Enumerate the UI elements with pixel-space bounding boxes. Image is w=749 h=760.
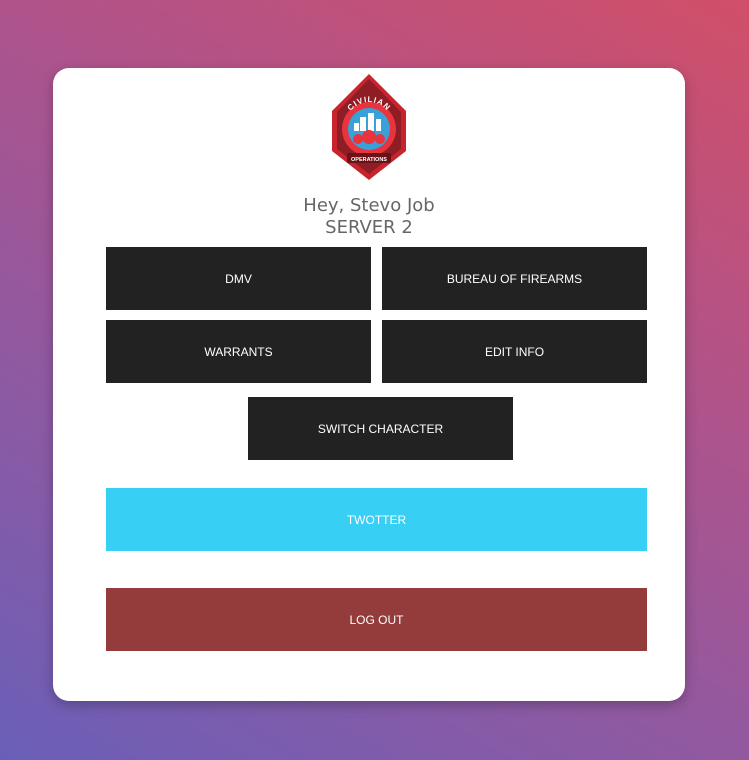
warrants-button[interactable]: WARRANTS <box>106 320 371 383</box>
greeting-text: Hey, Stevo Job <box>303 195 435 216</box>
switch-character-button[interactable]: SWITCH CHARACTER <box>248 397 513 460</box>
civilian-operations-logo: CIVILIAN OPERATIONS <box>332 74 406 180</box>
server-label: SERVER 2 <box>325 217 413 238</box>
twotter-button[interactable]: TWOTTER <box>106 488 647 551</box>
bureau-of-firearms-button[interactable]: BUREAU OF FIREARMS <box>382 247 647 310</box>
logout-button[interactable]: LOG OUT <box>106 588 647 651</box>
main-card: CIVILIAN OPERATIONS Hey, Stevo Job SERVE… <box>53 68 685 701</box>
logo-ribbon-text: OPERATIONS <box>351 157 387 163</box>
dmv-button[interactable]: DMV <box>106 247 371 310</box>
edit-info-button[interactable]: EDIT INFO <box>382 320 647 383</box>
